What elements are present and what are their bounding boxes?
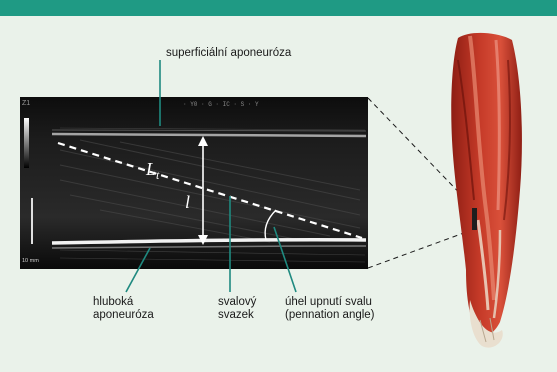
svg-text:Z1: Z1 (22, 100, 30, 107)
superficial-aponeurosis-label: superficiální aponeuróza (166, 47, 291, 60)
l-label: l (185, 192, 190, 212)
svg-text:· Y0 · G · IC · S · Y: · Y0 · G · IC · S · Y (183, 101, 259, 108)
fascicle-label-line2: svazek (218, 309, 256, 322)
pennation-angle-label-line1: úhel upnutí svalu (285, 296, 375, 309)
scale-label: 10 mm (22, 258, 39, 264)
muscle-illustration (451, 33, 522, 348)
ultrasound-image: · Y0 · G · IC · S · Y Z1 10 mm (20, 97, 368, 269)
pennation-angle-label: úhel upnutí svalu (pennation angle) (285, 296, 375, 322)
pennation-angle-label-line2: (pennation angle) (285, 309, 375, 322)
deep-aponeurosis-label-line2: aponeuróza (93, 309, 154, 322)
probe-marker (472, 208, 477, 230)
deep-aponeurosis-label-line1: hluboká (93, 296, 154, 309)
deep-aponeurosis-label: hluboká aponeuróza (93, 296, 154, 322)
fascicle-label: svalový svazek (218, 296, 256, 322)
fascicle-label-line1: svalový (218, 296, 256, 309)
